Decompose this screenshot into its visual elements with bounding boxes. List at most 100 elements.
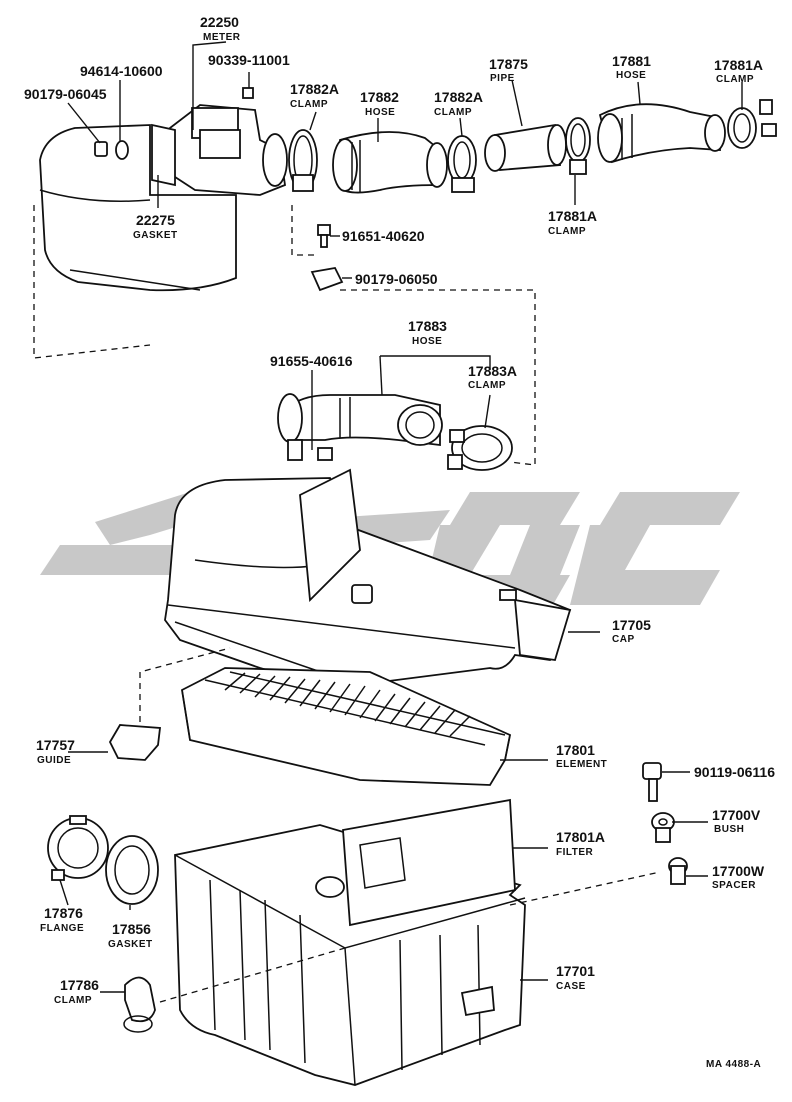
svg-text:17882: 17882 [360, 89, 399, 105]
svg-text:CLAMP: CLAMP [290, 99, 328, 110]
case-17701-shape [174, 798, 526, 1086]
leader-lines [59, 41, 743, 993]
label-clamp-17786: 17786 CLAMP [54, 977, 99, 1006]
label-meter: 22250 METER [200, 14, 241, 43]
label-clamp-17882a-left: 17882A CLAMP [290, 81, 339, 110]
cap-17705-shape [164, 468, 572, 687]
svg-text:17875: 17875 [489, 56, 528, 72]
svg-text:FLANGE: FLANGE [40, 923, 84, 934]
svg-text:22275: 22275 [136, 212, 175, 228]
clamp-17881a-upper-shape [727, 99, 777, 149]
label-screw-90339: 90339-11001 [208, 52, 290, 68]
bush-17700v-shape [651, 812, 675, 843]
guide-17757-shape [108, 724, 162, 761]
clamp-17881a-lower-shape [565, 117, 591, 175]
label-filter-17801a: 17801A FILTER [556, 829, 605, 858]
svg-text:HOSE: HOSE [412, 336, 442, 347]
spacer-17700w-shape [668, 857, 688, 885]
label-clamp-17882a-right: 17882A CLAMP [434, 89, 483, 118]
svg-text:17700W: 17700W [712, 863, 765, 879]
label-bolt-91655: 91655-40616 [270, 353, 353, 369]
nut-90179-06045-shape [94, 140, 129, 160]
intake-body-upper-left [39, 124, 237, 292]
svg-text:GASKET: GASKET [133, 230, 178, 241]
svg-text:ELEMENT: ELEMENT [556, 759, 607, 770]
gasket-17856-shape [105, 835, 159, 905]
clamp-17883a-shape [447, 425, 513, 471]
flange-17876-shape [47, 815, 109, 881]
nut-90179-06050-shape [310, 266, 344, 292]
label-flange-17876: 17876 FLANGE [40, 905, 84, 934]
svg-text:BUSH: BUSH [714, 824, 744, 835]
hose-17881-shape [597, 103, 726, 164]
svg-text:22250: 22250 [200, 14, 239, 30]
svg-text:17701: 17701 [556, 963, 595, 979]
label-cap-17705: 17705 CAP [612, 617, 651, 645]
label-bolt-91651: 91651-40620 [342, 228, 425, 244]
hose-17883-shape [277, 393, 443, 461]
svg-text:CLAMP: CLAMP [548, 226, 586, 237]
svg-text:CLAMP: CLAMP [468, 380, 506, 391]
svg-text:CLAMP: CLAMP [434, 107, 472, 118]
svg-text:17881A: 17881A [548, 208, 597, 224]
bolt-90119-shape [642, 762, 662, 802]
air-flow-meter [151, 87, 288, 196]
label-clamp-17883a: 17883A CLAMP [468, 363, 517, 391]
svg-text:17700V: 17700V [712, 807, 761, 823]
label-case-17701: 17701 CASE [556, 963, 595, 992]
label-hose-17883: 17883 HOSE [408, 318, 447, 347]
clamp-17882a-left-shape [288, 129, 318, 192]
label-hose-17881: 17881 HOSE [612, 53, 651, 81]
svg-text:17883: 17883 [408, 318, 447, 334]
label-gasket-17856: 17856 GASKET [108, 921, 153, 950]
svg-text:HOSE: HOSE [616, 70, 646, 81]
svg-text:17801A: 17801A [556, 829, 605, 845]
svg-text:METER: METER [203, 32, 241, 43]
svg-text:GASKET: GASKET [108, 939, 153, 950]
svg-text:CAP: CAP [612, 634, 635, 645]
element-17801-shape [181, 667, 512, 786]
svg-text:17801: 17801 [556, 742, 595, 758]
dashed-leader-spacer [509, 871, 661, 906]
svg-text:17705: 17705 [612, 617, 651, 633]
hose-17882-shape [332, 131, 448, 194]
svg-text:17757: 17757 [36, 737, 75, 753]
svg-text:GUIDE: GUIDE [37, 755, 71, 766]
label-gasket-22275: 22275 GASKET [133, 212, 178, 241]
svg-text:HOSE: HOSE [365, 107, 395, 118]
svg-text:17882A: 17882A [290, 81, 339, 97]
label-spacer-17700w: 17700W SPACER [712, 863, 765, 891]
label-nut-90179-06045: 90179-06045 [24, 86, 107, 102]
svg-text:CLAMP: CLAMP [54, 995, 92, 1006]
dashed-leaders-top [33, 205, 536, 466]
svg-text:FILTER: FILTER [556, 847, 594, 858]
svg-text:CASE: CASE [556, 981, 586, 992]
pipe-17875-shape [484, 123, 567, 172]
svg-text:PIPE: PIPE [490, 73, 515, 84]
label-clamp-17881a-lower: 17881A CLAMP [548, 208, 597, 237]
label-hose-17882: 17882 HOSE [360, 89, 399, 118]
label-guide-17757: 17757 GUIDE [36, 737, 75, 766]
label-element-17801: 17801 ELEMENT [556, 742, 607, 770]
clamp-17786-shape [123, 976, 156, 1033]
svg-text:17882A: 17882A [434, 89, 483, 105]
dashed-leader-guide [139, 647, 231, 722]
label-bolt-90119: 90119-06116 [694, 764, 775, 780]
label-pipe-17875: 17875 PIPE [489, 56, 528, 84]
label-nut-90179-06050: 90179-06050 [355, 271, 438, 287]
label-clamp-17881a-upper: 17881A CLAMP [714, 57, 763, 85]
svg-text:17786: 17786 [60, 977, 99, 993]
bolt-91651-shape [317, 224, 331, 248]
svg-text:17876: 17876 [44, 905, 83, 921]
svg-text:17856: 17856 [112, 921, 151, 937]
svg-text:17883A: 17883A [468, 363, 517, 379]
svg-text:17881: 17881 [612, 53, 651, 69]
reference-code: MA 4488-A [706, 1059, 761, 1070]
label-bush-17700v: 17700V BUSH [712, 807, 761, 835]
svg-text:17881A: 17881A [714, 57, 763, 73]
svg-text:SPACER: SPACER [712, 880, 756, 891]
svg-text:CLAMP: CLAMP [716, 74, 754, 85]
clamp-17882a-right-shape [447, 135, 477, 193]
label-bolt-94614: 94614-10600 [80, 63, 163, 79]
